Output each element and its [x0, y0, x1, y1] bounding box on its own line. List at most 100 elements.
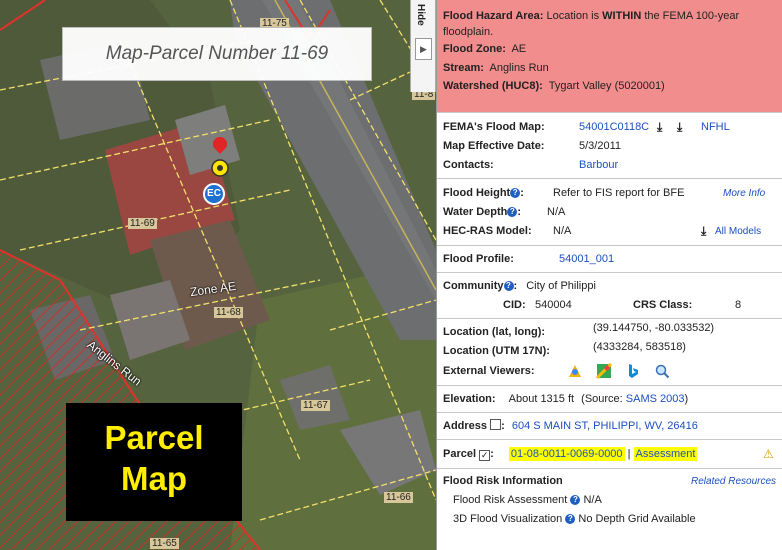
flood-profile-section: Flood Profile: 54001_001	[437, 245, 782, 272]
flood-hazard-section: Flood Hazard Area: Location is WITHIN th…	[437, 0, 782, 112]
more-info-link[interactable]: More Info	[723, 188, 766, 199]
aerial-imagery	[0, 0, 436, 550]
parcel-label-11-75: 11-75	[260, 18, 289, 29]
nfhl-link[interactable]: NFHL	[701, 121, 730, 133]
crs-class-value: 8	[735, 299, 742, 311]
flood-viz-label: 3D Flood Visualization	[453, 513, 563, 525]
hazard-area-text-bold: WITHIN	[602, 10, 642, 22]
community-value: City of Philippi	[526, 280, 596, 292]
latlong-value: (39.144750, -80.033532)	[593, 322, 715, 334]
utm-label: Location (UTM 17N):	[443, 345, 550, 357]
magnifier-viewer-icon[interactable]	[654, 363, 670, 379]
effective-date-value: 5/3/2011	[579, 140, 622, 152]
location-pin-icon[interactable]	[210, 134, 230, 155]
flood-height-value: Refer to FIS report for BFE	[553, 187, 685, 199]
google-earth-icon[interactable]	[567, 363, 583, 379]
elevation-source-post: )	[684, 393, 689, 405]
flood-zone-line: Flood Zone: AE	[443, 42, 776, 58]
flood-risk-header: Flood Risk Information	[443, 475, 563, 487]
elevation-value: About 1315 ft	[508, 393, 575, 405]
help-icon[interactable]: ?	[510, 188, 521, 198]
location-section: Location (lat, long): (39.144750, -80.03…	[437, 318, 782, 385]
utm-value: (4333284, 583518)	[593, 341, 686, 353]
parcel-label-11-68: 11-68	[214, 307, 243, 318]
crs-class-label: CRS Class:	[633, 299, 693, 311]
hazard-area-text-post: the FEMA 100-year floodplain.	[443, 10, 740, 38]
parcel-map-callout: Parcel Map	[66, 403, 242, 521]
cid-label: CID:	[503, 299, 526, 311]
parcel-label-11-67: 11-67	[301, 400, 330, 411]
stream-value: Anglins Run	[489, 61, 549, 74]
community-label: Community	[443, 280, 504, 292]
assessment-link[interactable]: Assessment	[633, 447, 698, 461]
help-icon[interactable]: ?	[570, 495, 581, 505]
parcel-checkbox[interactable]: ✓	[479, 450, 491, 461]
community-section: Community?: City of Philippi CID: 540004…	[437, 272, 782, 318]
address-checkbox[interactable]	[490, 419, 502, 430]
hazard-area-label: Flood Hazard Area:	[443, 10, 544, 22]
parcel-callout-line-2: Map	[121, 460, 187, 497]
hecras-value: N/A	[553, 225, 572, 237]
hazard-area-text-pre: Location is	[546, 10, 603, 22]
parcel-label-11-65: 11-65	[150, 538, 179, 549]
flood-risk-section: Flood Risk Information Related Resources…	[437, 468, 782, 529]
help-icon[interactable]: ?	[503, 281, 514, 291]
all-models-link[interactable]: All Models	[715, 226, 762, 237]
fema-section: FEMA's Flood Map: 54001C0118C ⤓ ⤓ NFHL M…	[437, 112, 782, 178]
water-depth-label: Water Depth	[443, 206, 508, 218]
expand-arrow-icon[interactable]: ▶	[415, 38, 432, 60]
elevation-section: Elevation: About 1315 ft (Source: SAMS 2…	[437, 385, 782, 412]
parcel-label-11-69: 11-69	[128, 218, 157, 229]
sams-link[interactable]: SAMS 2003	[625, 393, 685, 405]
download-icon[interactable]: ⤓	[657, 120, 663, 134]
risk-assessment-label: Flood Risk Assessment	[453, 494, 568, 506]
google-maps-icon[interactable]	[596, 363, 613, 379]
flood-zone-label: Flood Zone:	[443, 43, 506, 55]
bing-maps-icon[interactable]	[625, 363, 641, 379]
parcel-label-11-8: 11-8	[412, 89, 436, 100]
download-icon-2[interactable]: ⤓	[677, 120, 683, 134]
map-view[interactable]: EC 11-69 11-68 11-67 11-66 11-65 11-8 11…	[0, 0, 436, 550]
parcel-label-11-66: 11-66	[384, 492, 413, 503]
cid-value: 540004	[535, 299, 572, 311]
external-viewers-label: External Viewers:	[443, 365, 535, 377]
elevation-label: Elevation:	[443, 393, 496, 405]
stream-label-text: Stream:	[443, 61, 484, 74]
flood-profile-link[interactable]: 54001_001	[559, 253, 615, 265]
latlong-label: Location (lat, long):	[443, 326, 546, 338]
water-depth-value: N/A	[547, 206, 566, 218]
watershed-line: Watershed (HUC8): Tygart Valley (5020001…	[443, 79, 776, 95]
effective-date-label: Map Effective Date:	[443, 140, 545, 152]
parcel-label: Parcel	[443, 448, 477, 460]
download-icon-3[interactable]: ⤓	[701, 224, 707, 238]
hide-tab-label: Hide	[415, 4, 426, 26]
hide-panel-tab[interactable]: Hide ▶	[410, 0, 436, 92]
flood-zone-value: AE	[511, 43, 527, 55]
flood-profile-label: Flood Profile:	[443, 253, 514, 265]
help-icon[interactable]: ?	[565, 514, 576, 524]
flood-height-section: Flood Height?: Refer to FIS report for B…	[437, 178, 782, 245]
map-title: Map-Parcel Number 11-69	[62, 27, 372, 81]
fema-map-label: FEMA's Flood Map:	[443, 121, 545, 133]
help-icon[interactable]: ?	[507, 207, 518, 217]
watershed-value: Tygart Valley (5020001)	[548, 80, 665, 92]
ec-marker-icon[interactable]: EC	[203, 183, 225, 205]
risk-assessment-value: N/A	[583, 494, 602, 506]
address-section: Address : 604 S MAIN ST, PHILIPPI, WV, 2…	[437, 412, 782, 439]
address-label: Address	[443, 420, 488, 432]
flood-height-label: Flood Height	[443, 187, 511, 199]
watershed-label: Watershed (HUC8):	[443, 80, 543, 92]
address-link[interactable]: 604 S MAIN ST, PHILIPPI, WV, 26416	[511, 420, 698, 432]
hazard-area-line: Flood Hazard Area: Location is WITHIN th…	[443, 9, 776, 40]
parcel-sep: |	[624, 448, 634, 460]
hecras-label: HEC-RAS Model:	[443, 225, 532, 237]
contacts-link[interactable]: Barbour	[579, 159, 619, 171]
related-resources-link[interactable]: Related Resources	[691, 476, 777, 487]
fema-map-link[interactable]: 54001C0118C	[579, 121, 650, 133]
parcel-number-link[interactable]: 01-08-0011-0069-0000	[508, 447, 625, 461]
elevation-source-pre: (Source:	[581, 393, 626, 405]
parcel-section: Parcel ✓: 01-08-0011-0069-0000 | Assessm…	[437, 439, 782, 468]
flood-viz-value: No Depth Grid Available	[578, 513, 696, 525]
parcel-callout-line-1: Parcel	[104, 419, 204, 456]
warning-icon[interactable]: ⚠	[763, 447, 774, 461]
